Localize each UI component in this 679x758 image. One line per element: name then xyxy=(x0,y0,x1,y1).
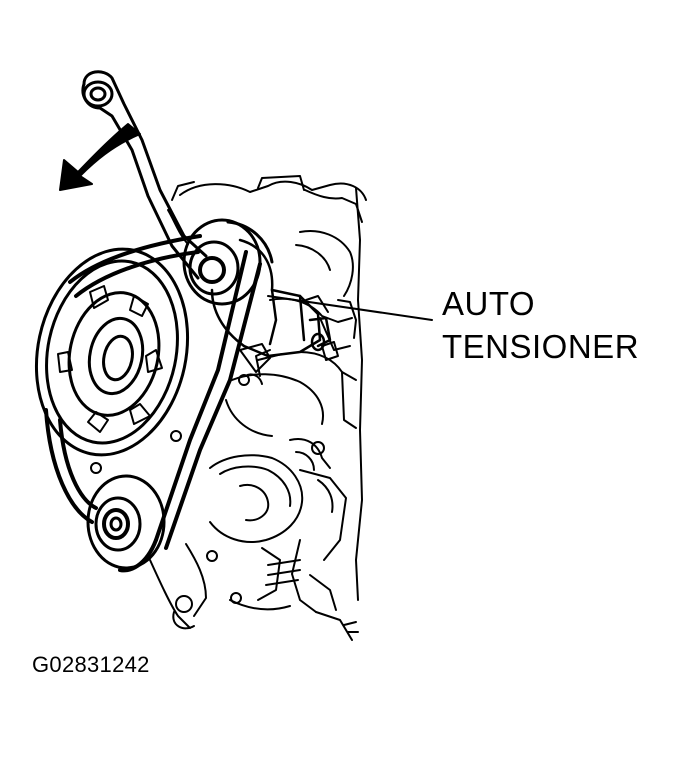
wrench-tool xyxy=(83,72,206,278)
crankshaft-pulley xyxy=(18,235,206,469)
lower-pulley xyxy=(88,476,164,568)
figure-code: G02831242 xyxy=(32,652,150,677)
serpentine-belt xyxy=(46,236,260,570)
callout-label-line2: TENSIONER xyxy=(442,328,640,365)
tensioner-pulley xyxy=(184,220,272,304)
callout-leader-line xyxy=(268,296,432,320)
rotation-arrow-icon xyxy=(60,124,140,190)
auto-tensioner-body xyxy=(212,240,330,356)
engine-block xyxy=(91,176,366,640)
callout-label-line1: AUTO xyxy=(442,285,536,322)
